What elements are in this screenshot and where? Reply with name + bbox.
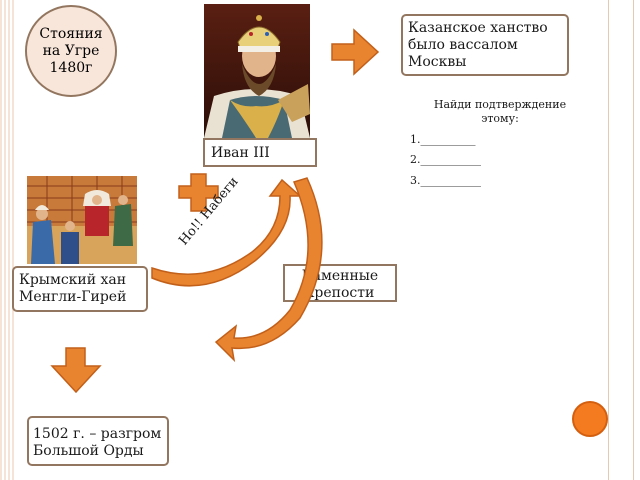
great-horde-defeat-box: 1502 г. – разгром Большой Орды	[27, 416, 169, 466]
right-decorative-frame	[608, 0, 634, 480]
ivan-label: Иван III	[203, 138, 317, 167]
arrow-right-icon	[331, 28, 380, 76]
task-item-1: 1.__________	[410, 133, 476, 146]
raids-curved-arrow	[151, 178, 302, 287]
curved-arrow-to-down	[214, 177, 323, 363]
crimean-khan-label: Крымский хан Менгли-Гирей	[12, 266, 148, 312]
kazan-vassal-box: Казанское ханство было вассалом Москвы	[401, 14, 569, 76]
crimean-khan-picture	[27, 176, 137, 264]
task-item-3: 3.___________	[410, 174, 481, 187]
plus-icon	[178, 173, 219, 212]
ugra-circle: Стояния на Угре 1480г	[25, 5, 117, 97]
decorative-orange-dot	[572, 401, 608, 437]
task-title: Найди подтверждение этому:	[433, 98, 567, 125]
left-decorative-stripe	[0, 0, 15, 480]
arrow-down-icon	[50, 347, 102, 394]
ivan-portrait	[204, 4, 310, 138]
task-item-2: 2.___________	[410, 153, 481, 166]
